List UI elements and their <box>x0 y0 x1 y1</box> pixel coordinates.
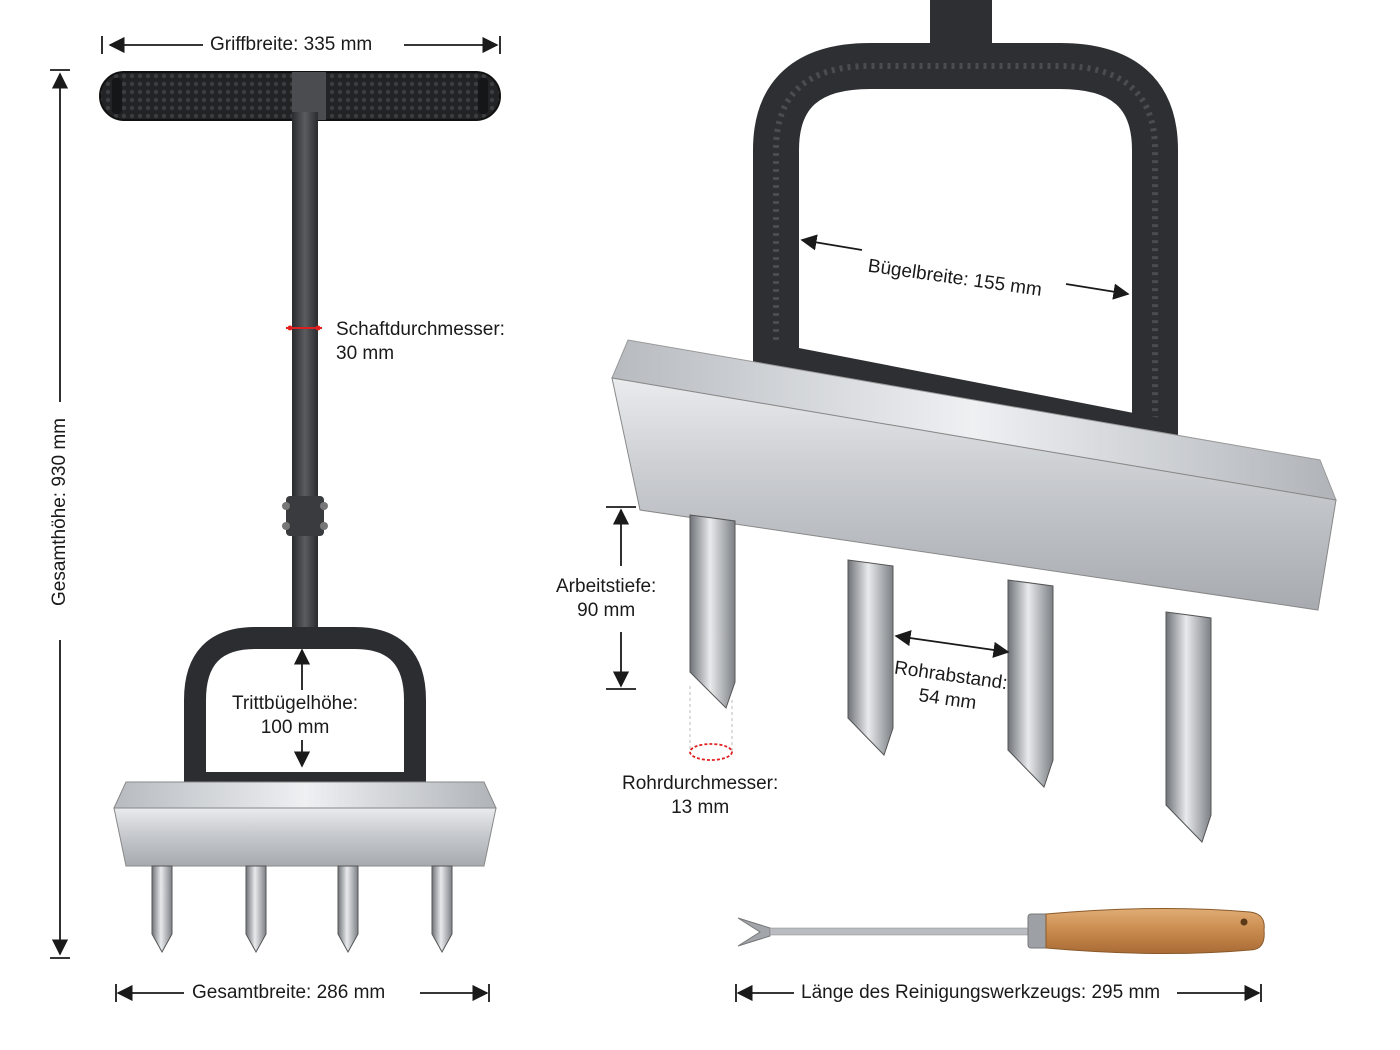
working-depth-line2: 90 mm <box>577 600 636 621</box>
shaft-diameter-line1: Schaftdurchmesser: <box>336 319 505 340</box>
dimension-lines <box>50 36 1262 1002</box>
total-height-label: Gesamthöhe: 930 mm <box>49 412 71 612</box>
closeup-illustration <box>611 0 1337 843</box>
cleaning-tool-illustration <box>737 907 1265 955</box>
step-bar-height-line2: 100 mm <box>260 717 330 738</box>
shaft-diameter-label: Schaftdurchmesser: 30 mm <box>332 318 509 366</box>
total-width-label: Gesamtbreite: 286 mm <box>188 981 390 1005</box>
cleaning-tool-length-label: Länge des Reinigungswerkzeugs: 295 mm <box>797 981 1165 1005</box>
shaft-diameter-line2: 30 mm <box>336 343 395 364</box>
step-bar-height-label: Trittbügelhöhe: 100 mm <box>228 692 363 740</box>
working-depth-label: Arbeitstiefe: 90 mm <box>552 575 660 623</box>
tube-diameter-line1: Rohrdurchmesser: <box>622 773 779 794</box>
tube-diameter-label: Rohrdurchmesser: 13 mm <box>618 772 782 820</box>
step-bar-height-line1: Trittbügelhöhe: <box>232 693 359 714</box>
grip-width-label: Griffbreite: 335 mm <box>206 33 377 57</box>
working-depth-line1: Arbeitstiefe: <box>556 576 657 597</box>
full-tool-illustration <box>99 71 501 954</box>
tube-diameter-line2: 13 mm <box>671 797 730 818</box>
